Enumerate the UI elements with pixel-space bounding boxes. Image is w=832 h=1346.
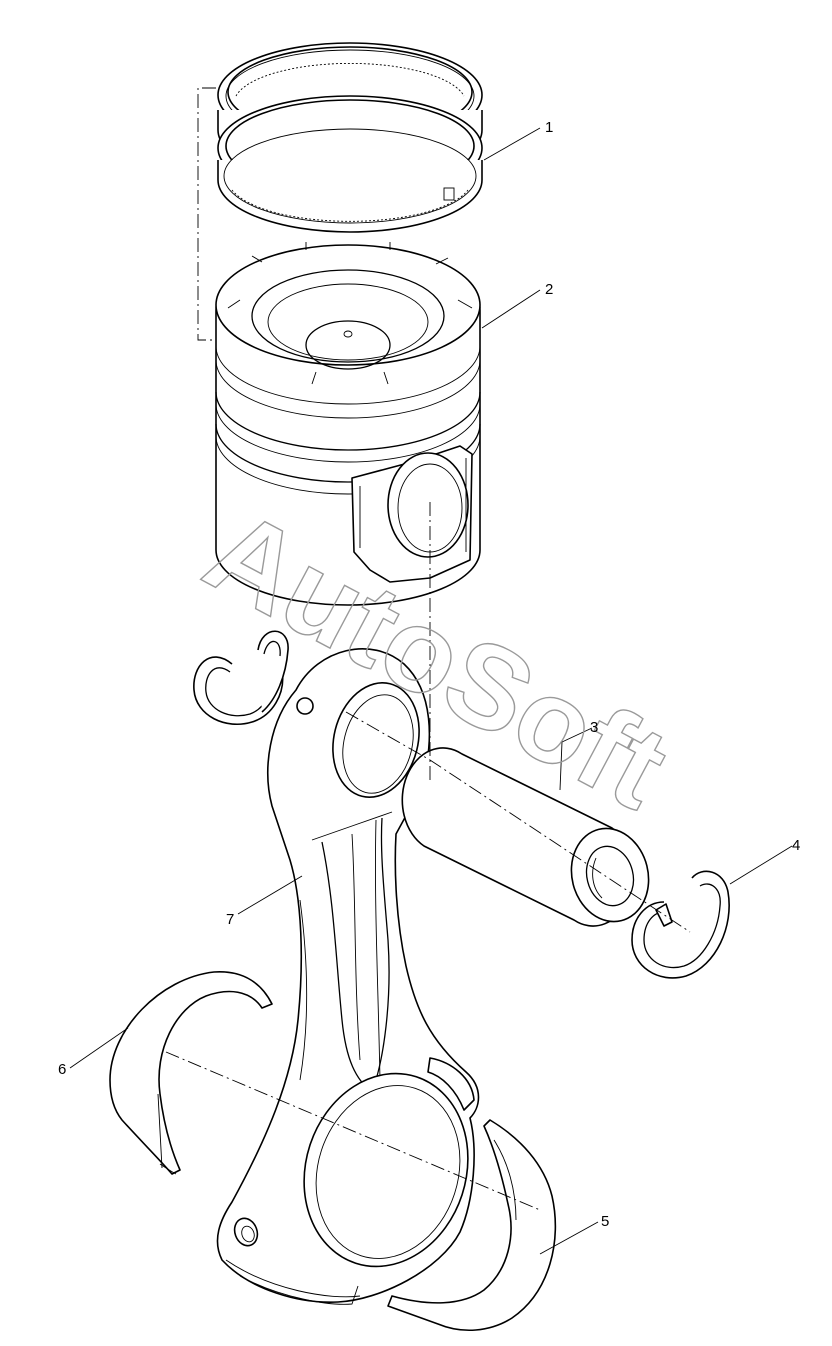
piston-pin-snap-ring-right <box>631 870 730 979</box>
assembly-bracket <box>197 87 216 341</box>
callout-6: 6 <box>58 1061 66 1078</box>
callout-5: 5 <box>601 1213 609 1230</box>
callout-3: 3 <box>590 719 598 736</box>
callout-labels: 1 2 3 4 5 6 7 <box>58 119 800 1230</box>
lower-bearing-shell <box>387 1119 557 1332</box>
callout-4: 4 <box>792 837 800 854</box>
assembly-axes <box>165 502 691 1211</box>
piston-pin <box>401 747 650 927</box>
leader-lines <box>69 127 793 1255</box>
callout-1: 1 <box>545 119 553 136</box>
callout-7: 7 <box>226 911 234 928</box>
piston <box>215 242 481 606</box>
upper-bearing-shell <box>109 971 273 1175</box>
connecting-rod <box>216 648 480 1305</box>
piston-ring-set <box>217 42 483 233</box>
callout-2: 2 <box>545 281 553 298</box>
piston-pin-snap-ring-left <box>193 630 289 726</box>
